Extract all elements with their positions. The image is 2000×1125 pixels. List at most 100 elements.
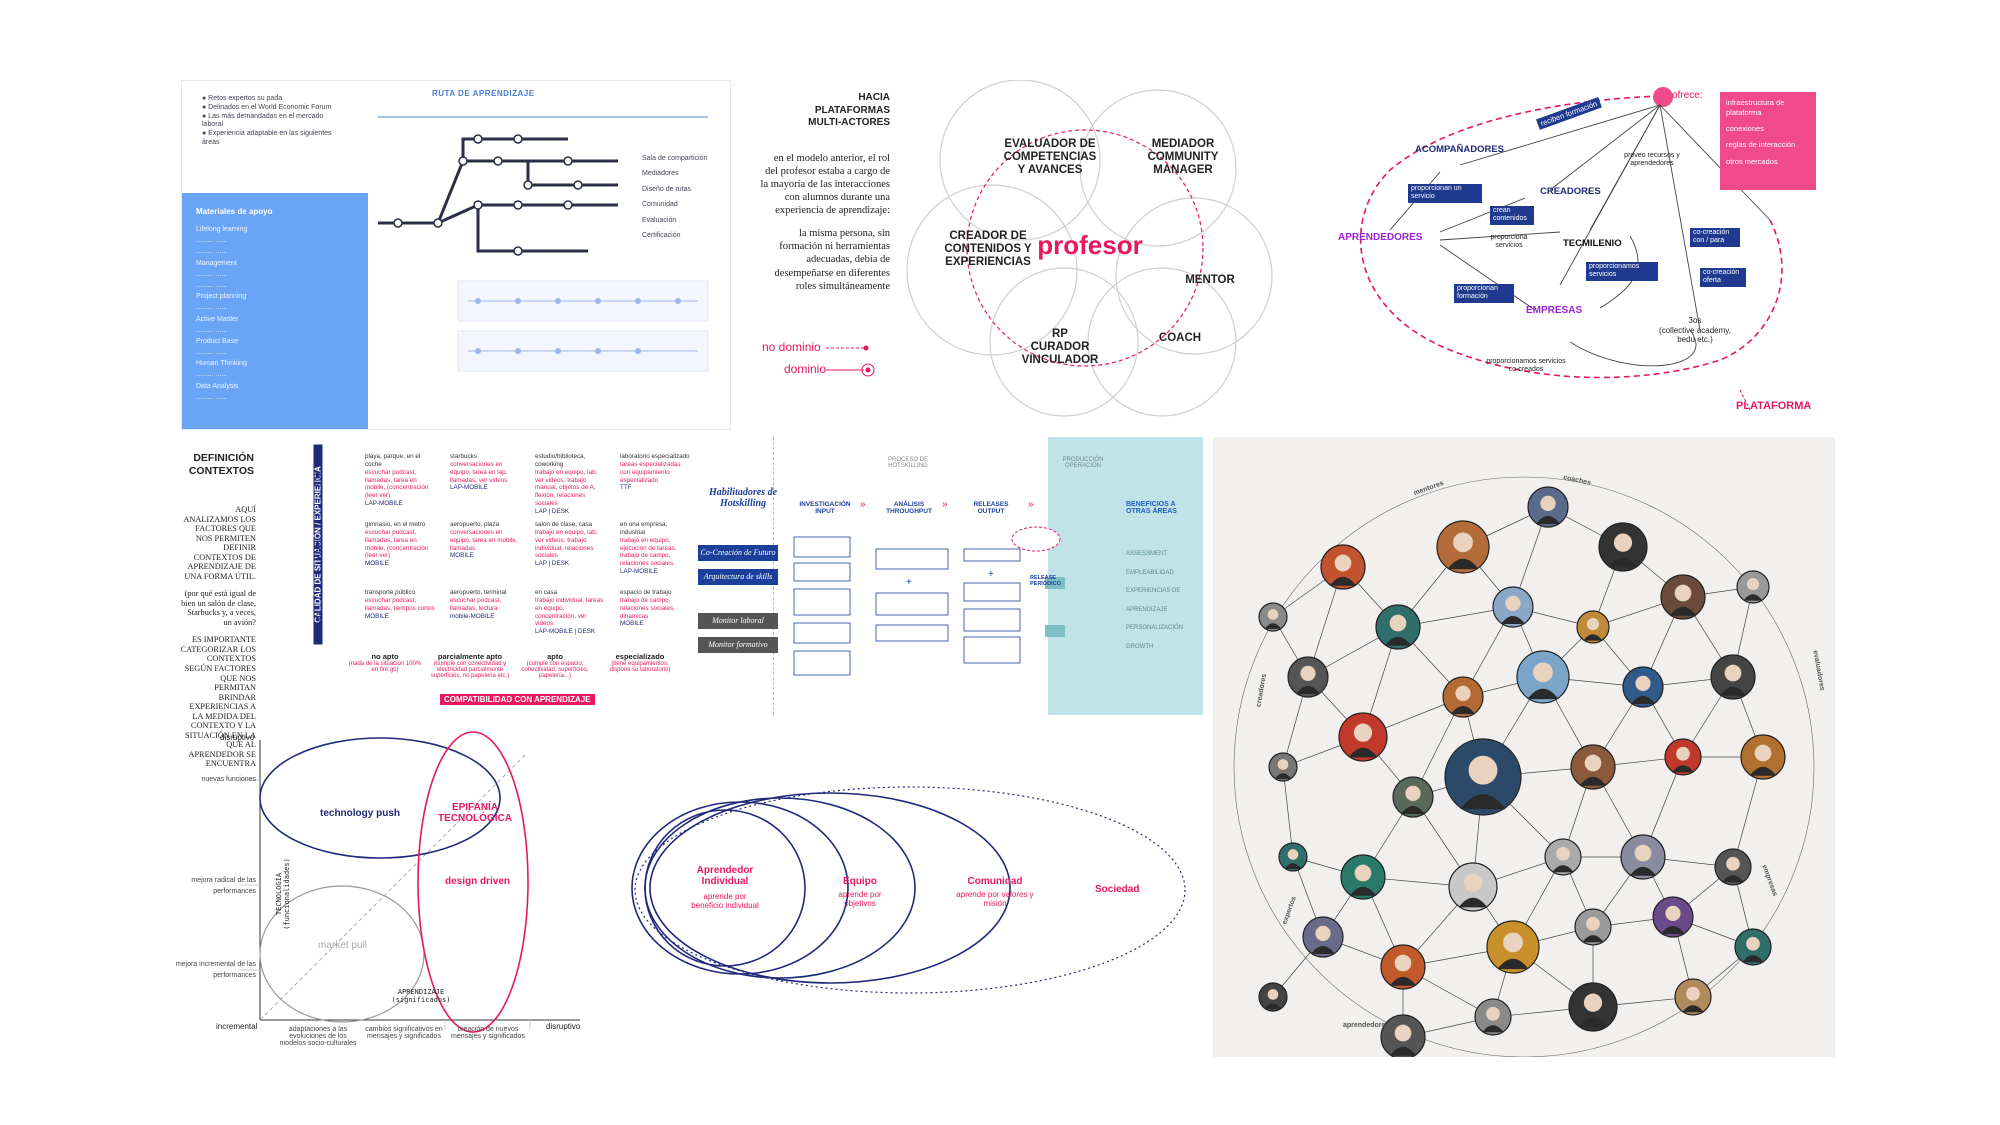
innovacion-matrix [240, 731, 580, 1033]
ofrece-item: infraestructura de plataforma [1726, 98, 1785, 118]
hot-benefits: ASSESSMENT EMPLEABILIDAD EXPERIENCIAS DE… [1126, 545, 1203, 657]
ofrece-item: reglas de interacción [1726, 140, 1796, 150]
node-creadores: CREADORES [1540, 186, 1601, 197]
ruta-map [378, 116, 709, 372]
contextos-row-baja: Baja [313, 611, 323, 628]
contextos-text3: ES IMPORTANTE CATEGORIZAR LOS CONTEXTOS … [180, 635, 256, 769]
innov-x-axis: APRENDIZAJE (significados) [391, 988, 451, 1004]
hot-phase: RELEASES OUTPUT [973, 501, 1009, 515]
svg-text:+: + [988, 569, 994, 580]
hot-benefit: ASSESSMENT [1126, 551, 1168, 557]
circulos-diagram [631, 786, 1186, 994]
avatar [1736, 570, 1770, 604]
innov-x-left: incremental [216, 1022, 258, 1031]
avatar [1714, 848, 1752, 886]
avatar [1674, 978, 1712, 1016]
avatar [1576, 610, 1610, 644]
ofrece-box: infraestructura de plataforma conexiones… [1720, 92, 1816, 190]
edge-label: proporciona servicios [1490, 234, 1528, 250]
avatar [1598, 522, 1648, 572]
col-note: (nada de la situación 100% en fire go) [348, 661, 422, 673]
ofrece-item: otros mercados [1726, 156, 1778, 166]
contextos-text: AQUÍ ANALIZAMOS LOS FACTORES QUE NOS PER… [180, 505, 256, 769]
svg-text:»: » [860, 499, 866, 510]
innov-x-level: cambios significativos en mensajes y sig… [365, 1026, 443, 1040]
contextos-row-alta: Alta [313, 471, 323, 488]
ruta-sidebar: Materiales de apoyo Lifelong learning...… [182, 193, 368, 429]
edge-label: proporcionan un servicio [1408, 184, 1482, 203]
edge-label: proporcionan formación [1454, 284, 1514, 303]
red-label: aprendedores [1343, 1022, 1390, 1029]
zone-push: technology push [320, 808, 400, 819]
avatar [1268, 752, 1298, 782]
hot-phase: INVESTIGACIÓN INPUT [799, 501, 851, 515]
ofrece-item: conexiones [1726, 124, 1764, 134]
ruta-item: Certificación [642, 231, 681, 239]
node-acompanadores: ACOMPAÑADORES [1415, 144, 1505, 155]
ruta-item: Sala de compartición [642, 155, 708, 162]
zone-design: design driven [445, 876, 511, 887]
avatar [1574, 908, 1612, 946]
contextos-cols: no apto(nada de la situación 100% en fir… [345, 652, 685, 692]
ruta-title: RUTA DE APRENDIZAJE [432, 89, 535, 98]
ruta-item: Comunidad [642, 201, 678, 209]
hot-flow: »»» + + [793, 499, 1065, 676]
avatar [1652, 896, 1694, 938]
circ-aprendedor: Aprendedor Individual [696, 865, 754, 887]
avatar [1380, 1014, 1426, 1057]
hot-left-title: Habilitadores de Hotskilling [708, 487, 778, 509]
edge-label: proporcionamos servicios co-creados [1486, 358, 1566, 374]
network-edge [1282, 766, 1294, 858]
ruta-item: Diseño de rutas [642, 185, 692, 193]
contextos-text1: AQUÍ ANALIZAMOS LOS FACTORES QUE NOS PER… [183, 505, 256, 581]
legend-no-dominio: no dominio [762, 340, 821, 354]
avatar [1338, 712, 1388, 762]
avatar [1492, 586, 1534, 628]
hot-item: Arquitectura de skills [698, 569, 778, 585]
avatar [1486, 920, 1540, 974]
innov-y-level: mejora incremental de las performances [175, 961, 256, 979]
venn-mediador: MEDIADOR COMMUNITY MANAGER [1147, 138, 1219, 177]
hot-item: Monitor formativo [698, 637, 778, 653]
roles-venn [906, 80, 1273, 417]
innov-x-level: adaptaciones a las evoluciones de los mo… [279, 1026, 357, 1047]
avatar [1620, 834, 1666, 880]
avatar [1442, 676, 1484, 718]
col-note: (tiene equipamientos, dispone su laborat… [609, 661, 671, 673]
avatar [1392, 776, 1434, 818]
plataforma-diagram [1359, 87, 1783, 411]
legend-lines [826, 345, 875, 377]
node-aprendedores: APRENDEDORES [1338, 232, 1423, 243]
edge-label: proveo recursos y aprendedores [1624, 152, 1680, 168]
ruta-side-text: Lifelong learning......... .............… [196, 226, 248, 401]
ruta-panel: RUTA DE APRENDIZAJE ● Retos expertos su … [181, 80, 731, 430]
col-label: no apto [371, 652, 399, 661]
avatar [1734, 928, 1772, 966]
avatar [1340, 854, 1386, 900]
svg-text:»: » [1028, 499, 1034, 510]
contextos-row-media: Media [312, 538, 322, 561]
hot-phase-top: PROCESO DE HOTSKILLING [887, 457, 928, 469]
avatar [1740, 734, 1786, 780]
plataforma-ofrece: ofrece: [1672, 90, 1703, 101]
col-label: parcialmente apto [437, 652, 503, 661]
ruta-intro-list: ● Retos expertos su pada● Delinados en e… [202, 95, 332, 146]
hot-benefit: PERSONALIZACIÓN [1126, 625, 1184, 632]
col-label: especializado [615, 652, 665, 661]
avatar [1622, 666, 1664, 708]
hot-benefit: GROWTH [1126, 643, 1154, 650]
hot-side-head: PRODUCCIÓN OPERACIÓN [1062, 457, 1104, 469]
circ-sociedad: Sociedad [1095, 884, 1140, 895]
avatar [1444, 738, 1522, 816]
zone-epifania: EPIFANÍA TECNOLÓGICA [438, 802, 512, 824]
circ-aprendedor-sub: aprende por beneficio individual [691, 892, 759, 910]
venn-creador: CREADOR DE CONTENIDOS Y EXPERIENCIAS [944, 230, 1032, 269]
legend-dominio: dominio [784, 362, 827, 376]
ruta-item: Evaluación [642, 216, 677, 224]
edge-label: proporcionamos servicios [1586, 262, 1658, 281]
avatar [1278, 842, 1308, 872]
ruta-items: Sala de compartición Mediadores Diseño d… [642, 151, 707, 243]
avatar [1516, 650, 1570, 704]
innov-y-top: disruptivo [220, 733, 255, 742]
circ-equipo: Equipo [843, 876, 877, 887]
